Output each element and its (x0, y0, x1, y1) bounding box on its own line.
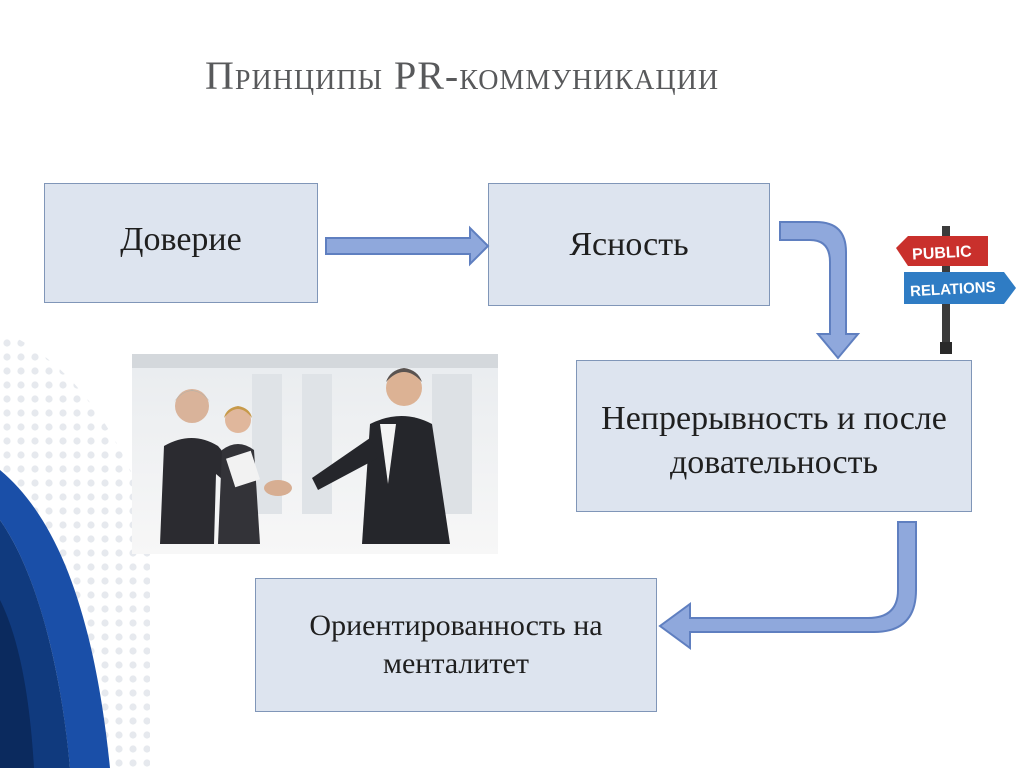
sign-relations-text: RELATIONS (910, 279, 996, 300)
arrow-continuity-to-orientation (658, 521, 917, 650)
business-handshake-photo (132, 354, 498, 554)
box-orientation-label: Ориентированность на менталитет (309, 609, 603, 680)
box-orientation: Ориентированность на менталитет (255, 578, 657, 712)
box-trust: Доверие (44, 183, 318, 303)
page-title: Принципы PR-коммуникации (205, 53, 720, 98)
box-clarity: Ясность (488, 183, 770, 306)
box-clarity-label: Ясность (569, 225, 689, 263)
arrow-clarity-to-continuity (779, 221, 861, 360)
public-relations-sign-icon: PUBLIC RELATIONS (896, 226, 1016, 354)
box-continuity-label: Непрерывность и последовательность (601, 400, 947, 481)
sign-public-text: PUBLIC (912, 243, 973, 263)
box-continuity: Непрерывность и последовательность (576, 360, 972, 512)
box-trust-label: Доверие (120, 221, 242, 258)
arrow-trust-to-clarity (325, 225, 490, 267)
